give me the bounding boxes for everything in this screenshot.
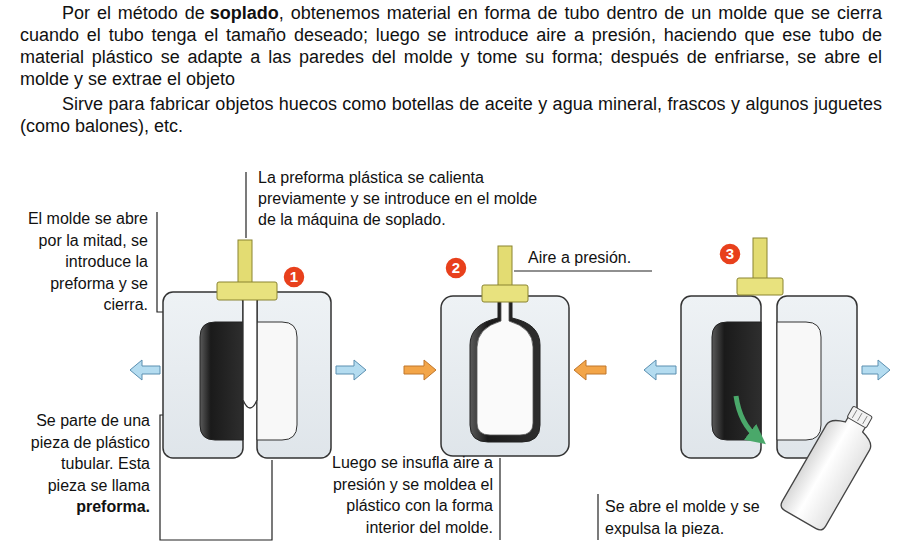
close-arrow bbox=[574, 360, 606, 380]
close-arrow bbox=[404, 360, 436, 380]
step-note: El molde se abre por la mitad, se introd… bbox=[13, 208, 148, 316]
preform bbox=[243, 298, 257, 408]
step-note: La preforma plástica se calienta previam… bbox=[258, 169, 537, 228]
bold-term: soplado bbox=[210, 3, 279, 23]
step-note: Luego se insufla aire a presión y se mol… bbox=[323, 452, 493, 538]
mold-open-ejecting bbox=[644, 238, 890, 532]
callout-number: 1 bbox=[282, 265, 306, 289]
callout-number-text: 1 bbox=[290, 269, 298, 285]
bottle bbox=[779, 399, 885, 532]
step-note: Se parte de una pieza de plástico tubula… bbox=[31, 412, 150, 494]
callout-circle-shape bbox=[719, 243, 741, 265]
callout-text-wrap: 3 bbox=[718, 242, 742, 266]
leader-line bbox=[245, 172, 246, 238]
nozzle-stem bbox=[753, 238, 767, 280]
nozzle-collar bbox=[482, 285, 528, 302]
callout-number: 2 bbox=[444, 256, 468, 280]
mold bbox=[441, 296, 569, 456]
step-note: La preforma plástica se calienta previam… bbox=[258, 167, 553, 230]
open-arrow bbox=[130, 360, 160, 380]
bottle-cavity bbox=[470, 300, 540, 442]
step-note: El molde se abre por la mitad, se introd… bbox=[28, 210, 148, 313]
nozzle-collar bbox=[737, 278, 783, 295]
open-arrow bbox=[862, 360, 890, 380]
mold-closed-blowing bbox=[404, 246, 606, 456]
mold-half bbox=[163, 292, 243, 458]
blown-plastic bbox=[477, 300, 533, 435]
cap-ridges bbox=[852, 410, 867, 424]
step-note: Se abre el molde y se expulsa la pieza. bbox=[605, 496, 805, 539]
body-paragraph: Sirve para fabricar objetos huecos como … bbox=[20, 93, 882, 137]
mold-half bbox=[257, 292, 331, 458]
leader-line bbox=[514, 270, 652, 271]
bottle-body bbox=[779, 409, 879, 532]
leader-line bbox=[499, 458, 500, 540]
bottle-cap bbox=[847, 406, 873, 428]
step-note: Se abre el molde y se expulsa la pieza. bbox=[605, 498, 760, 537]
eject-arrow bbox=[736, 396, 758, 438]
mold-open-with-preform bbox=[130, 240, 366, 458]
bold-term: preforma. bbox=[20, 496, 150, 518]
nozzle-stem bbox=[498, 246, 512, 286]
open-arrow bbox=[644, 360, 676, 380]
mold-cavity bbox=[200, 322, 243, 440]
nozzle-collar bbox=[217, 282, 277, 300]
callout-number-text: 2 bbox=[452, 260, 460, 276]
callout-circle-shape bbox=[445, 257, 467, 279]
paragraph-text: Por el método de bbox=[62, 3, 205, 23]
open-arrow bbox=[336, 360, 366, 380]
nozzle-stem bbox=[238, 240, 252, 284]
mold-cavity bbox=[777, 322, 821, 440]
callout-number: 3 bbox=[718, 242, 742, 266]
mold-cavity bbox=[257, 322, 297, 440]
callout-text-wrap: 2 bbox=[444, 256, 468, 280]
step-note: Luego se insufla aire a presión y se mol… bbox=[332, 454, 493, 536]
callout-number-text: 3 bbox=[726, 246, 734, 262]
callout-text-wrap: 1 bbox=[282, 265, 306, 289]
mold-half bbox=[681, 296, 761, 458]
mold-cavity bbox=[712, 322, 761, 440]
step-note: Se parte de una pieza de plástico tubula… bbox=[20, 410, 150, 518]
paragraph-text: Sirve para fabricar objetos huecos como … bbox=[20, 94, 882, 136]
part-label: Aire a presión. bbox=[528, 249, 631, 266]
part-label: Aire a presión. bbox=[528, 248, 658, 268]
callout-circle-shape bbox=[283, 266, 305, 288]
body-paragraph: Por el método desoplado, obtenemos mater… bbox=[20, 2, 882, 90]
leader-line bbox=[597, 494, 598, 540]
